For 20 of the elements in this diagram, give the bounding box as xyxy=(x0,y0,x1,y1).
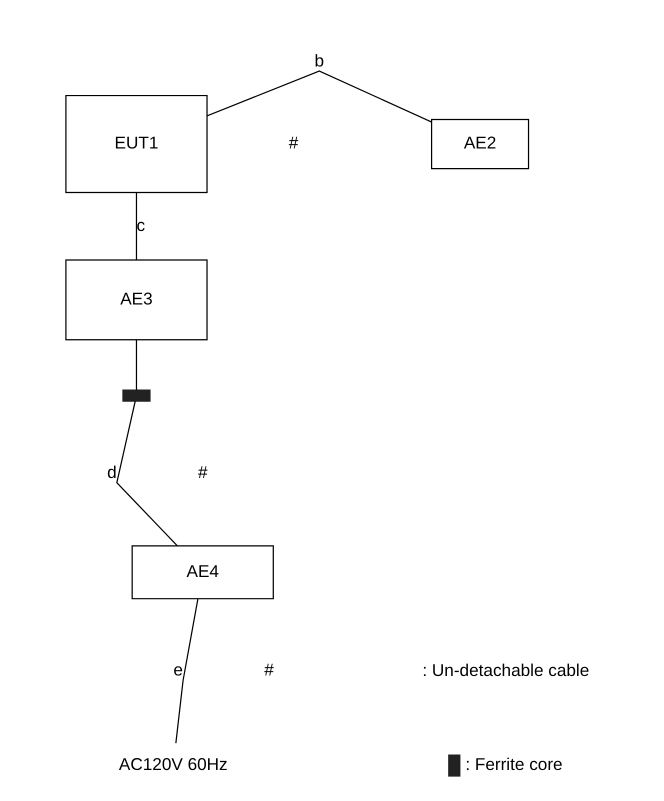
legend-label: : Un-detachable cable xyxy=(422,660,589,680)
connector xyxy=(116,401,178,546)
edge-label: e xyxy=(172,660,182,680)
connector xyxy=(206,70,432,122)
connector xyxy=(135,192,137,260)
legend-label: : Ferrite core xyxy=(464,754,562,774)
node-box: EUT1 xyxy=(64,94,208,194)
node-bar xyxy=(122,389,150,402)
node-box: AE2 xyxy=(430,118,529,170)
connector xyxy=(174,598,198,744)
label: # xyxy=(264,660,274,680)
edge-label: d xyxy=(106,462,116,482)
node-box: AE4 xyxy=(131,545,274,600)
node-text: AC120V 60Hz xyxy=(118,754,228,774)
label: # xyxy=(197,462,208,482)
edge-label: b xyxy=(314,50,324,70)
edge-label: c xyxy=(136,214,145,235)
connector xyxy=(135,340,137,390)
label: # xyxy=(288,132,298,153)
node-box: AE3 xyxy=(64,259,208,340)
